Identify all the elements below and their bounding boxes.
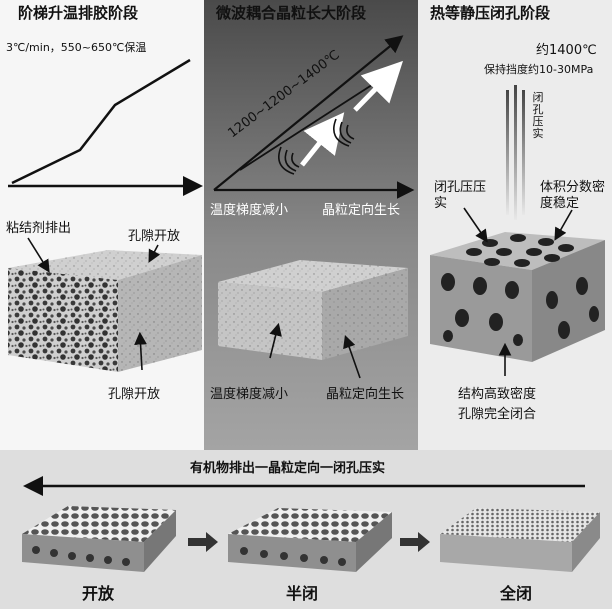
porous-block <box>8 250 202 372</box>
pore-open-arrow-top <box>148 244 161 263</box>
grain-arrow <box>343 334 361 379</box>
result-line-1: 结构高致密度 <box>458 387 537 402</box>
hip-temperature: 约1400℃ <box>536 43 597 58</box>
binder-label: 粘结剂排出 <box>6 221 72 236</box>
binder-arrow <box>27 237 50 273</box>
transition-arrow <box>188 532 218 552</box>
pressure-beam <box>522 90 525 215</box>
stage3-title: 热等静压闭孔阶段 <box>430 4 551 22</box>
result-line-2: 孔隙完全闭合 <box>458 407 537 422</box>
process-title: 有机物排出一晶粒定向一闭孔压实 <box>190 461 386 476</box>
stage1-condition: 3℃/min，550~650℃保温 <box>6 41 147 54</box>
open-pore-slab <box>22 506 176 572</box>
state-half-label: 半闭 <box>286 584 319 603</box>
stage1-panel <box>0 0 204 450</box>
stage1-title: 阶梯升温排胶阶段 <box>18 4 139 22</box>
stage2-title: 微波耦合晶粒长大阶段 <box>216 4 367 22</box>
heating-curve <box>11 58 191 185</box>
semi-closed-slab <box>228 508 392 572</box>
pore-open-label-bottom: 孔隙开放 <box>108 387 161 402</box>
pressure-beam <box>506 90 509 215</box>
grain-bottom-label: 晶粒定向生长 <box>326 387 405 402</box>
fully-closed-slab <box>440 508 600 572</box>
stage3-panel <box>418 0 612 450</box>
pore-press-arrow <box>463 207 488 243</box>
microwave-beam-1 <box>278 112 345 175</box>
closed-pore-block <box>430 232 605 362</box>
grain-axis-label: 晶粒定向生长 <box>322 203 401 218</box>
gradient-axis-label: 温度梯度减小 <box>210 203 289 218</box>
state-open-label: 开放 <box>82 584 115 603</box>
hip-pressure: 保持挡度约10-30MPa <box>484 63 594 76</box>
transition-arrow <box>400 532 430 552</box>
pore-open-label-top: 孔隙开放 <box>128 229 181 244</box>
gradient-bottom-label: 温度梯度减小 <box>210 387 289 402</box>
pore-press-label: 闭孔压压实 <box>434 180 487 211</box>
state-full-label: 全闭 <box>500 584 533 603</box>
pore-press-vertical-label: 闭孔压实 <box>532 91 544 140</box>
pressure-beam <box>514 85 517 220</box>
microwave-beam-2 <box>333 60 403 147</box>
volume-fraction-arrow <box>554 209 573 241</box>
pore-open-arrow-bottom <box>134 331 147 371</box>
volume-fraction-label: 体积分数密度稳定 <box>540 180 606 211</box>
gradient-arrow <box>269 322 282 359</box>
